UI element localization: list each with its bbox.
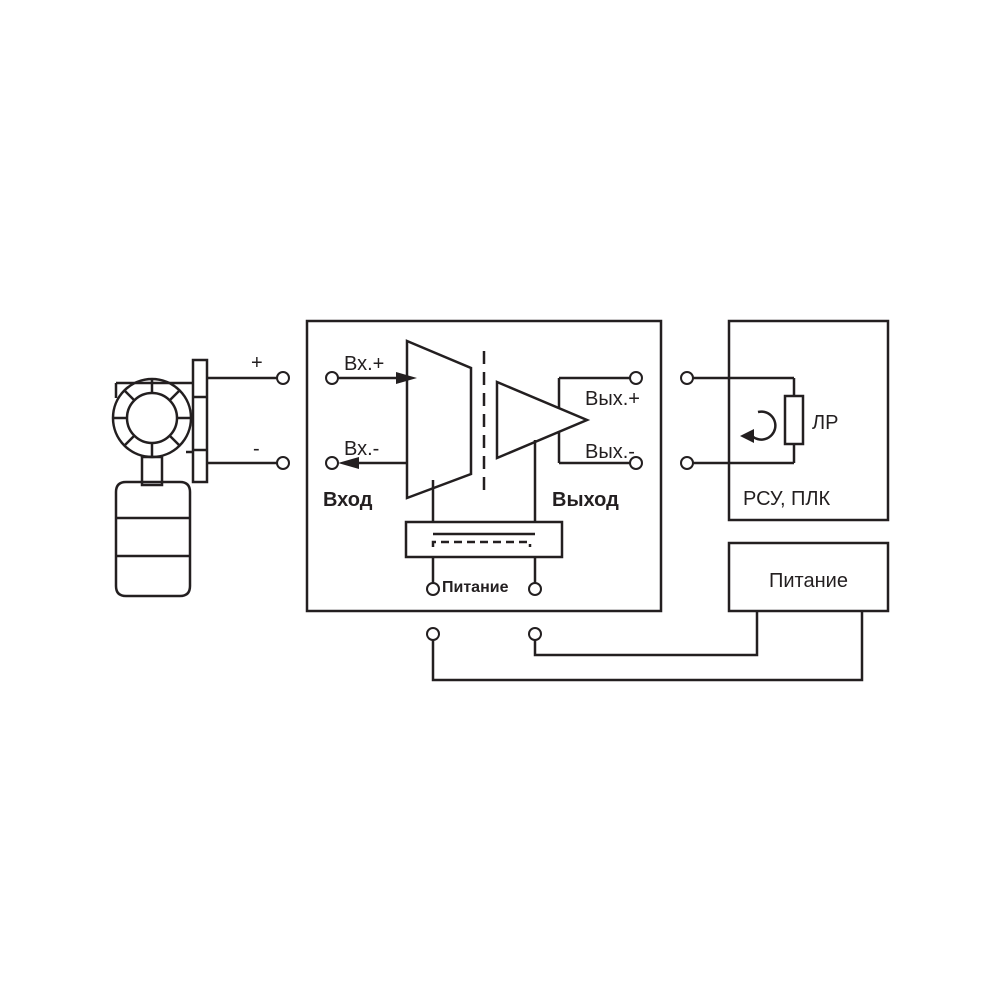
power-plus-terminal — [528, 582, 542, 596]
controller-plus-terminal — [680, 371, 694, 385]
input-plus-terminal — [325, 371, 339, 385]
external-power-plus-terminal — [528, 627, 542, 641]
sensor-plus-terminal — [276, 371, 290, 385]
power-minus-terminal — [426, 582, 440, 596]
input-amplifier-icon — [405, 339, 473, 500]
power-module-icon — [404, 520, 564, 559]
input-minus-label: Вх.- — [344, 438, 379, 460]
controller-box: ЛР РСУ, ПЛК — [693, 319, 890, 522]
input-section-label: Вход — [323, 489, 373, 511]
output-section-label: Выход — [552, 489, 619, 511]
output-amplifier-icon — [495, 380, 591, 460]
sensor-minus-terminal — [276, 456, 290, 470]
output-minus-label: Вых.- — [585, 441, 635, 463]
input-minus-terminal — [325, 456, 339, 470]
power-supply-box: Питание — [727, 541, 890, 613]
sensor-plus-label: + — [251, 352, 263, 374]
current-loop-arrow-icon — [740, 410, 777, 443]
output-plus-terminal — [629, 371, 643, 385]
output-minus-terminal — [629, 456, 643, 470]
converter-module: Вх.+ Вх.- Вых.+ Вых.- Вход Выход — [305, 319, 663, 613]
power-plus-wire — [533, 611, 759, 657]
power-minus-wire — [431, 611, 864, 682]
external-power-minus-terminal — [426, 627, 440, 641]
load-resistor-icon — [783, 394, 805, 446]
input-minus-arrow-icon — [338, 457, 359, 469]
power-terminal-label: Питание — [442, 579, 509, 596]
controller-name-label: РСУ, ПЛК — [743, 488, 831, 510]
sensor-minus-label: - — [253, 438, 260, 460]
power-supply-label: Питание — [769, 570, 848, 592]
sensor-transmitter-icon — [111, 358, 209, 598]
output-plus-label: Вых.+ — [585, 388, 640, 410]
load-resistor-label: ЛР — [812, 412, 838, 434]
controller-minus-terminal — [680, 456, 694, 470]
input-plus-label: Вх.+ — [344, 353, 384, 375]
